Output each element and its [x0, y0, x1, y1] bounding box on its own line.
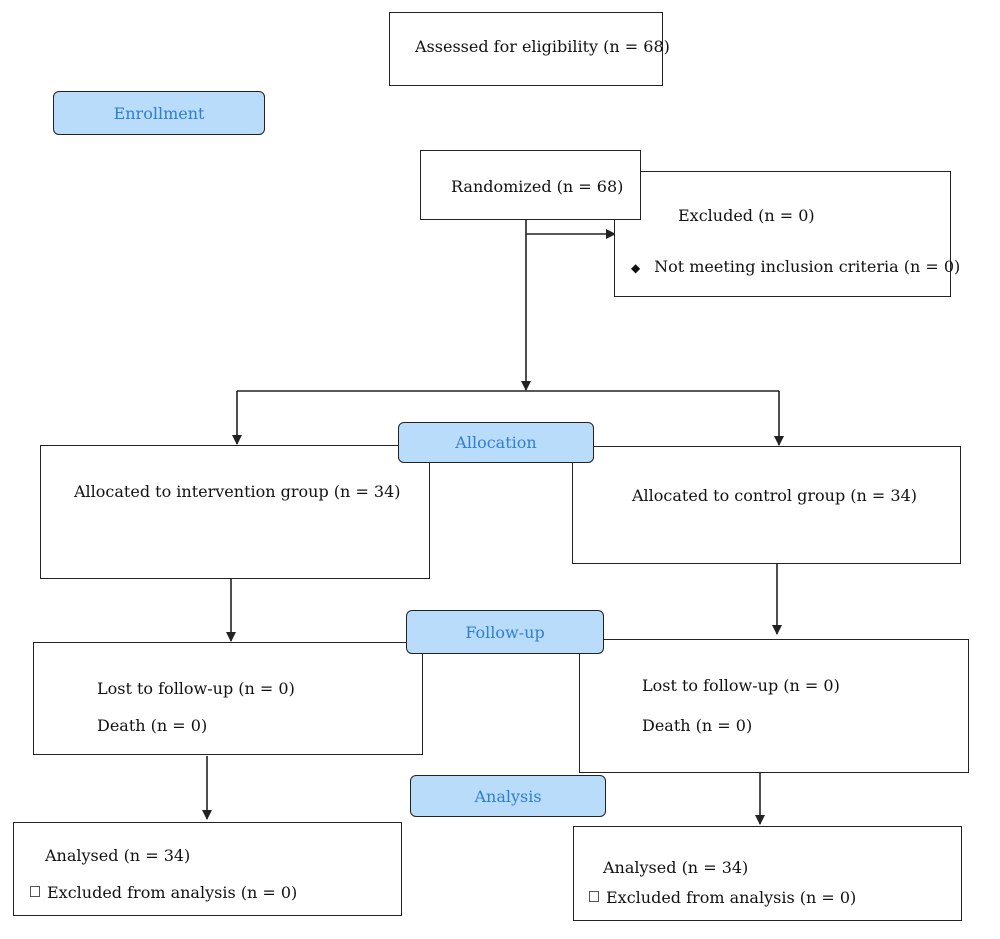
randomized-text: Randomized (n = 68): [451, 177, 624, 196]
excluded-reason: Not meeting inclusion criteria (n = 0): [654, 257, 961, 276]
control-excluded-row: Excluded from analysis (n = 0): [589, 888, 856, 907]
control-allocated-box: Allocated to control group (n = 34): [572, 446, 961, 564]
assessed-text: Assessed for eligibility (n = 68): [415, 37, 670, 56]
intervention-followup-box: Lost to follow-up (n = 0) Death (n = 0): [33, 642, 423, 755]
assessed-box: Assessed for eligibility (n = 68): [389, 12, 670, 86]
stage-allocation: Allocation: [398, 422, 594, 463]
excluded-reason-row: ◆ Not meeting inclusion criteria (n = 0): [631, 257, 960, 276]
control-followup-box: Lost to follow-up (n = 0) Death (n = 0): [579, 639, 969, 773]
excluded-box: Excluded (n = 0) ◆ Not meeting inclusion…: [614, 171, 960, 297]
control-lost-text: Lost to follow-up (n = 0): [642, 676, 840, 695]
intervention-lost-text: Lost to follow-up (n = 0): [97, 679, 295, 698]
randomized-box: Randomized (n = 68): [420, 150, 641, 220]
intervention-allocated-text: Allocated to intervention group (n = 34): [74, 482, 401, 501]
intervention-excluded-analysis-text: Excluded from analysis (n = 0): [47, 883, 298, 902]
excluded-title: Excluded (n = 0): [678, 206, 815, 225]
intervention-allocated-box: Allocated to intervention group (n = 34): [40, 445, 430, 579]
checkbox-bullet-icon: [30, 886, 40, 897]
control-analysis-box: Analysed (n = 34) Excluded from analysis…: [573, 826, 962, 921]
control-death-text: Death (n = 0): [642, 716, 753, 735]
checkbox-bullet-icon: [589, 891, 599, 902]
intervention-excluded-row: Excluded from analysis (n = 0): [30, 883, 297, 902]
control-allocated-text: Allocated to control group (n = 34): [632, 486, 917, 505]
control-analysed-text: Analysed (n = 34): [603, 858, 749, 877]
intervention-death-text: Death (n = 0): [97, 716, 208, 735]
stage-enrollment: Enrollment: [53, 91, 265, 135]
control-excluded-analysis-text: Excluded from analysis (n = 0): [606, 888, 857, 907]
stage-follow-up: Follow-up: [406, 610, 604, 654]
intervention-analysed-text: Analysed (n = 34): [45, 846, 191, 865]
diamond-bullet-icon: ◆: [631, 260, 641, 275]
intervention-analysis-box: Analysed (n = 34) Excluded from analysis…: [13, 822, 402, 916]
stage-analysis: Analysis: [410, 775, 606, 817]
